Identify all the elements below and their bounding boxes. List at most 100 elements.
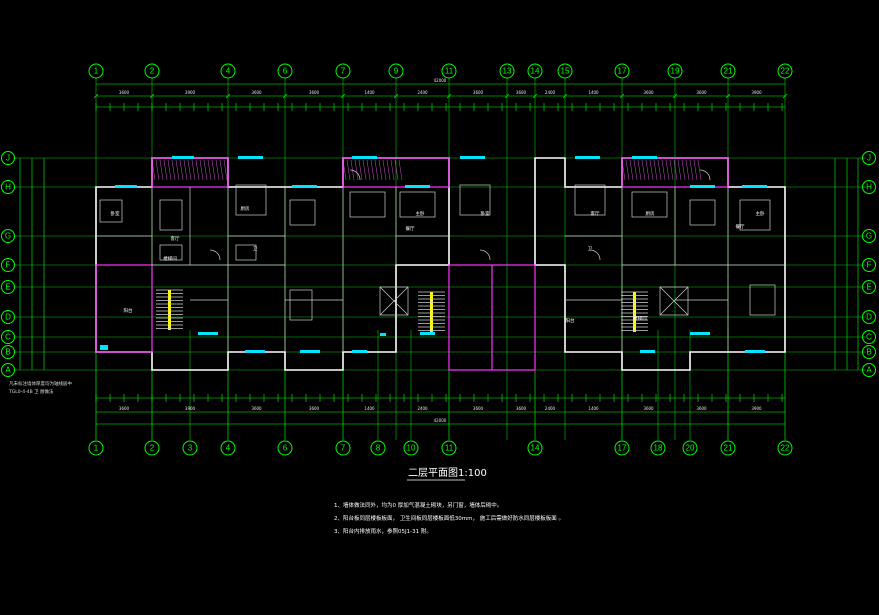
- axis-bubble: [1, 180, 15, 194]
- window: [238, 156, 263, 159]
- balcony-hatch: [203, 159, 208, 181]
- room-label: 厨房: [646, 210, 655, 217]
- window: [460, 156, 485, 159]
- axis-label: 8: [376, 444, 381, 453]
- balcony-hatch: [171, 159, 176, 181]
- axis-bubble: [527, 63, 543, 79]
- dim-text-top: 2400: [545, 90, 556, 95]
- balcony-hatch: [689, 159, 694, 181]
- stair-rail: [168, 290, 171, 330]
- room-label: 厨房: [241, 205, 250, 212]
- left-note-1: 凡未标注墙体厚度均为轴线居中: [9, 380, 72, 387]
- balcony-hatch: [183, 159, 188, 181]
- balcony-hatch: [346, 159, 351, 181]
- window: [300, 350, 320, 353]
- balcony-hatch: [167, 159, 172, 181]
- furniture: [99, 199, 123, 223]
- dim-text-bottom: 3900: [185, 406, 196, 411]
- window: [352, 156, 377, 159]
- axis-bubble: [667, 63, 683, 79]
- window: [100, 345, 108, 350]
- axis-label: A: [5, 366, 11, 375]
- axis-grid-lines: [13, 78, 866, 440]
- axis-label: 4: [226, 444, 231, 453]
- dim-text-top: 1400: [588, 90, 599, 95]
- balcony-hatch: [191, 159, 196, 181]
- axis-bubble: [220, 63, 236, 79]
- dim-total-top: 42000: [434, 78, 447, 83]
- axis-bubble: [614, 440, 630, 456]
- axis-label: 11: [445, 444, 454, 453]
- furniture: [349, 191, 386, 218]
- window: [690, 332, 710, 335]
- dim-text-bottom: 3600: [119, 406, 130, 411]
- axis-bubble: [277, 440, 293, 456]
- dim-text-top: 3600: [473, 90, 484, 95]
- room-label: 卧室: [111, 210, 120, 217]
- elevator-shaft: [659, 286, 689, 316]
- axis-bubble: [335, 63, 351, 79]
- furniture: [739, 199, 771, 231]
- balcony-hatch: [669, 159, 674, 181]
- dim-text-bottom: 3600: [516, 406, 527, 411]
- axis-bubble: [370, 440, 386, 456]
- axis-bubble: [862, 345, 876, 359]
- axis-label: 9: [394, 67, 399, 76]
- dim-total-bottom: 42000: [434, 418, 447, 423]
- balcony-hatch: [625, 159, 630, 181]
- dim-tick: [672, 93, 678, 99]
- axis-label: C: [866, 333, 872, 342]
- furniture: [159, 244, 183, 261]
- axis-label: G: [866, 232, 872, 241]
- furniture: [235, 184, 267, 216]
- dim-text-bottom: 2400: [545, 406, 556, 411]
- axis-bubble: [1, 151, 15, 165]
- room-label: 楼梯间: [633, 315, 647, 322]
- axis-bubble: [499, 63, 515, 79]
- axis-label: H: [5, 183, 11, 192]
- window: [245, 350, 265, 353]
- balcony-hatch: [374, 159, 379, 181]
- door-swing: [349, 169, 361, 181]
- axis-label: J: [6, 154, 10, 163]
- balcony-hatch: [370, 159, 375, 181]
- dim-text-bottom: 3900: [751, 406, 762, 411]
- window: [380, 333, 386, 336]
- axis-bubble: [527, 440, 543, 456]
- dim-text-bottom: 3600: [251, 406, 262, 411]
- balcony-hatch: [390, 159, 395, 181]
- note-2: 2、阳台板同层楼板板面， 卫生间板同层楼板面低30mm， 施工后需做好防水同层楼…: [334, 514, 564, 522]
- dim-tick: [149, 93, 155, 99]
- balcony-hatch: [223, 159, 228, 181]
- axis-label: A: [866, 366, 872, 375]
- furniture: [289, 199, 316, 226]
- window: [198, 332, 218, 335]
- unit-outline: [534, 157, 786, 371]
- axis-bubble: [403, 440, 419, 456]
- balcony-hatch: [159, 159, 164, 181]
- axis-bubble: [650, 440, 666, 456]
- axis-label: D: [5, 313, 11, 322]
- balcony-hatch: [673, 159, 678, 181]
- dim-text-top: 3600: [309, 90, 320, 95]
- axis-bubble: [335, 440, 351, 456]
- axis-label: 1: [94, 444, 99, 453]
- drawing-title: 二层平面图1:100: [408, 467, 487, 479]
- axis-label: 15: [561, 67, 570, 76]
- axis-bubble: [88, 440, 104, 456]
- dim-tick: [446, 93, 452, 99]
- balcony-hatch: [179, 159, 184, 181]
- balcony-hatch: [633, 159, 638, 181]
- balcony-hatch: [697, 159, 702, 181]
- axis-label: 4: [226, 67, 231, 76]
- balcony-hatch: [645, 159, 650, 181]
- balcony-hatch: [199, 159, 204, 181]
- axis-label: 22: [781, 444, 790, 453]
- balcony-hatch: [685, 159, 690, 181]
- axis-bubble: [557, 63, 573, 79]
- balcony-hatch: [151, 159, 156, 181]
- axis-bubble: [1, 363, 15, 377]
- axis-bubble: [441, 63, 457, 79]
